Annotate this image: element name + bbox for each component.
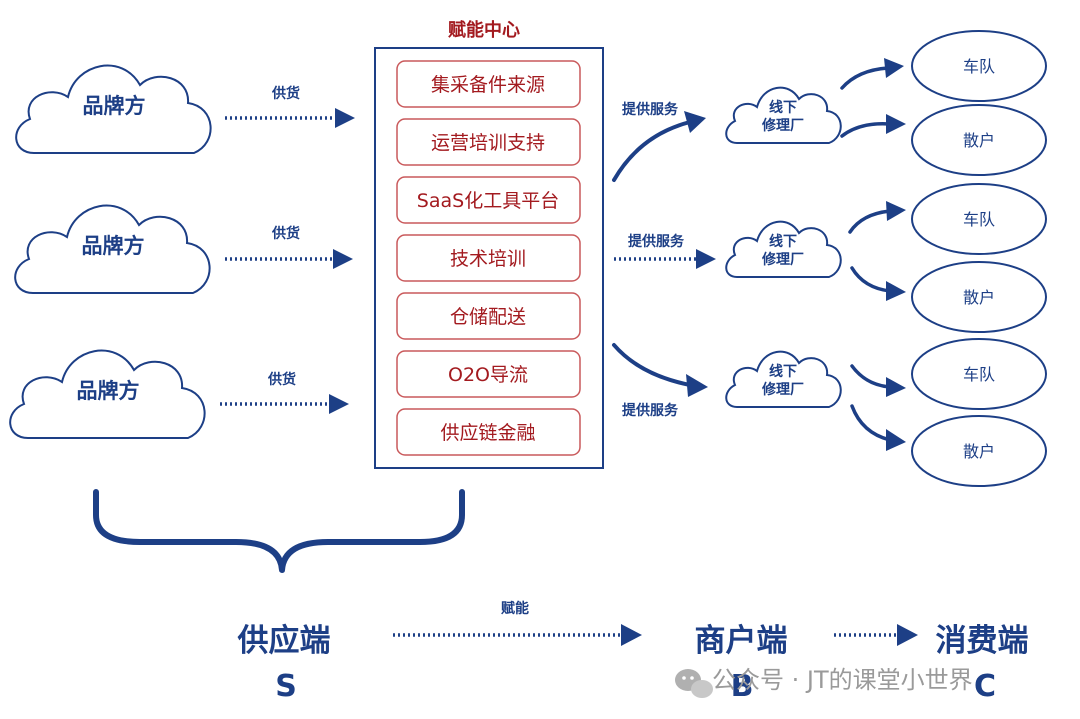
svg-text:运营培训支持: 运营培训支持: [431, 132, 545, 154]
hub-item: 仓储配送: [396, 292, 581, 340]
hub-item: SaaS化工具平台: [396, 176, 581, 224]
svg-text:车队: 车队: [963, 365, 995, 384]
repair-shop-cloud: 线下 修理厂: [725, 220, 842, 278]
repair-shop-cloud: 线下 修理厂: [725, 350, 842, 408]
svg-text:供货: 供货: [271, 225, 300, 242]
svg-text:线下: 线下: [769, 99, 797, 116]
svg-text:品牌方: 品牌方: [82, 234, 145, 258]
svg-text:散户: 散户: [963, 442, 995, 461]
branch-arrows: [840, 58, 906, 451]
hub-item: O2O导流: [396, 350, 581, 398]
customer-fleet: 车队: [911, 183, 1047, 255]
customer-individual: 散户: [911, 261, 1047, 333]
service-arrow: 提供服务: [614, 233, 716, 269]
svg-text:车队: 车队: [963, 210, 995, 229]
consumer-end-label: 消费端: [936, 623, 1029, 659]
svg-text:线下: 线下: [769, 233, 797, 250]
svg-text:集采备件来源: 集采备件来源: [431, 74, 545, 96]
customer-individual: 散户: [911, 104, 1047, 176]
customer-individual: 散户: [911, 415, 1047, 487]
svg-text:供货: 供货: [271, 85, 300, 102]
svg-text:线下: 线下: [769, 363, 797, 380]
svg-text:修理厂: 修理厂: [761, 381, 804, 398]
hub-item: 运营培训支持: [396, 118, 581, 166]
svg-text:修理厂: 修理厂: [761, 251, 804, 268]
merchant-end-label: 商户端: [695, 623, 788, 659]
hub-item: 供应链金融: [396, 408, 581, 456]
hub-item: 技术培训: [396, 234, 581, 282]
supply-brace: [93, 489, 465, 573]
wechat-icon: [675, 669, 713, 698]
svg-text:仓储配送: 仓储配送: [450, 306, 526, 328]
hub-item: 集采备件来源: [396, 60, 581, 108]
customer-fleet: 车队: [911, 338, 1047, 410]
supply-arrow: 供货: [225, 225, 353, 269]
svg-text:散户: 散户: [963, 288, 995, 307]
svg-text:品牌方: 品牌方: [83, 94, 146, 118]
svg-text:提供服务: 提供服务: [622, 101, 679, 118]
brand-cloud: 品牌方: [15, 64, 212, 154]
merchant-end-letter: B: [731, 669, 754, 704]
repair-shop-cloud: 线下 修理厂: [725, 86, 842, 144]
svg-text:O2O导流: O2O导流: [448, 364, 528, 386]
svg-text:车队: 车队: [963, 57, 995, 76]
supply-arrow: 供货: [220, 371, 349, 414]
svg-text:供应链金融: 供应链金融: [440, 422, 535, 444]
consumer-end-letter: C: [974, 669, 996, 704]
brand-cloud: 品牌方: [9, 349, 206, 439]
supply-end-letter: S: [275, 669, 297, 704]
hub-title: 赋能中心: [448, 19, 520, 41]
supply-end-label: 供应端: [237, 623, 331, 659]
brand-cloud: 品牌方: [14, 204, 211, 294]
empower-label: 赋能: [501, 600, 529, 617]
svg-text:修理厂: 修理厂: [761, 117, 804, 134]
hub: 赋能中心 集采备件来源 运营培训支持 SaaS化工具平台 技术培训 仓储配送 O…: [374, 19, 604, 469]
svg-text:SaaS化工具平台: SaaS化工具平台: [417, 190, 559, 212]
svg-text:技术培训: 技术培训: [450, 248, 526, 270]
svg-text:提供服务: 提供服务: [622, 402, 679, 419]
svg-text:提供服务: 提供服务: [628, 233, 685, 250]
svg-text:品牌方: 品牌方: [77, 379, 140, 403]
customer-fleet: 车队: [911, 30, 1047, 102]
watermark: 公众号 · JT的课堂小世界: [675, 666, 973, 698]
service-arrow: 提供服务: [612, 343, 708, 419]
svg-text:散户: 散户: [963, 131, 995, 150]
watermark-text: 公众号 · JT的课堂小世界: [712, 666, 973, 694]
svg-text:供货: 供货: [267, 371, 296, 388]
supply-arrow: 供货: [225, 85, 355, 128]
bottom-flow: 供应端 S 赋能 商户端 B 消费端 C: [237, 600, 1029, 704]
service-arrow: 提供服务: [612, 101, 706, 182]
